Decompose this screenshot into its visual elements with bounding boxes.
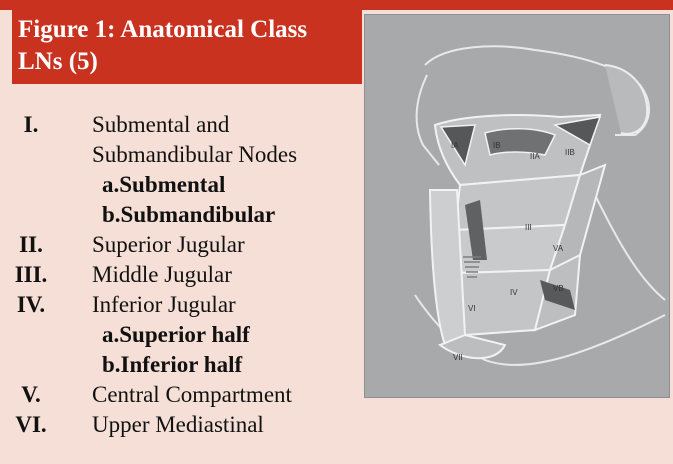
level-row: IV. Inferior Jugular	[0, 290, 360, 320]
diagram-label-iii: III	[525, 223, 532, 232]
diagram-label-iia: IIA	[530, 152, 540, 161]
sublevel-name: a.Submental	[102, 170, 225, 200]
diagram-label-ia: IA	[451, 141, 459, 150]
level-list: I. Submental and Submandibular Nodes a.S…	[0, 110, 360, 440]
level-row: Submandibular Nodes	[0, 140, 360, 170]
ear-outline	[605, 65, 647, 134]
diagram-label-iib: IIB	[565, 148, 575, 157]
level-row: II. Superior Jugular	[0, 230, 360, 260]
neck-back-outline	[590, 185, 665, 300]
level-name-continued: Submandibular Nodes	[92, 140, 297, 170]
diagram-label-vi: VI	[468, 304, 476, 313]
level-name: Central Compartment	[92, 380, 292, 410]
sublevel-row: b.Submandibular	[0, 200, 360, 230]
level-number: III.	[0, 260, 62, 290]
neck-lymph-node-diagram: IA IB IIA IIB III IV VA VB VI VII	[364, 14, 670, 398]
diagram-label-ib: IB	[493, 141, 501, 150]
level-row: VI. Upper Mediastinal	[0, 410, 360, 440]
sublevel-row: b.Inferior half	[0, 350, 360, 380]
figure-title-banner: Figure 1: Anatomical Class LNs (5)	[12, 8, 362, 84]
sublevel-name: b.Inferior half	[102, 350, 242, 380]
face-outline	[417, 75, 439, 165]
diagram-label-va: VA	[553, 244, 564, 253]
level-name: Submental and	[92, 110, 229, 140]
level-name: Middle Jugular	[92, 260, 232, 290]
level-name: Upper Mediastinal	[92, 410, 264, 440]
figure-title-line-2: LNs (5)	[18, 46, 362, 78]
level-row: I. Submental and	[0, 110, 360, 140]
neck-diagram-svg: IA IB IIA IIB III IV VA VB VI VII	[365, 15, 671, 399]
level-number: I.	[0, 110, 62, 140]
level-row: III. Middle Jugular	[0, 260, 360, 290]
diagram-label-iv: IV	[510, 288, 518, 297]
figure-title-line-1: Figure 1: Anatomical Class	[18, 14, 362, 46]
level-number: VI.	[0, 410, 62, 440]
level-row: V. Central Compartment	[0, 380, 360, 410]
level-number: IV.	[0, 290, 62, 320]
sublevel-row: a.Submental	[0, 170, 360, 200]
sublevel-name: a.Superior half	[102, 320, 250, 350]
diagram-label-vii: VII	[453, 353, 463, 362]
sublevel-name: b.Submandibular	[102, 200, 275, 230]
level-name: Superior Jugular	[92, 230, 245, 260]
diagram-label-vb: VB	[553, 284, 564, 293]
sublevel-row: a.Superior half	[0, 320, 360, 350]
level-name: Inferior Jugular	[92, 290, 236, 320]
level-number: V.	[0, 380, 62, 410]
level-number: II.	[0, 230, 62, 260]
